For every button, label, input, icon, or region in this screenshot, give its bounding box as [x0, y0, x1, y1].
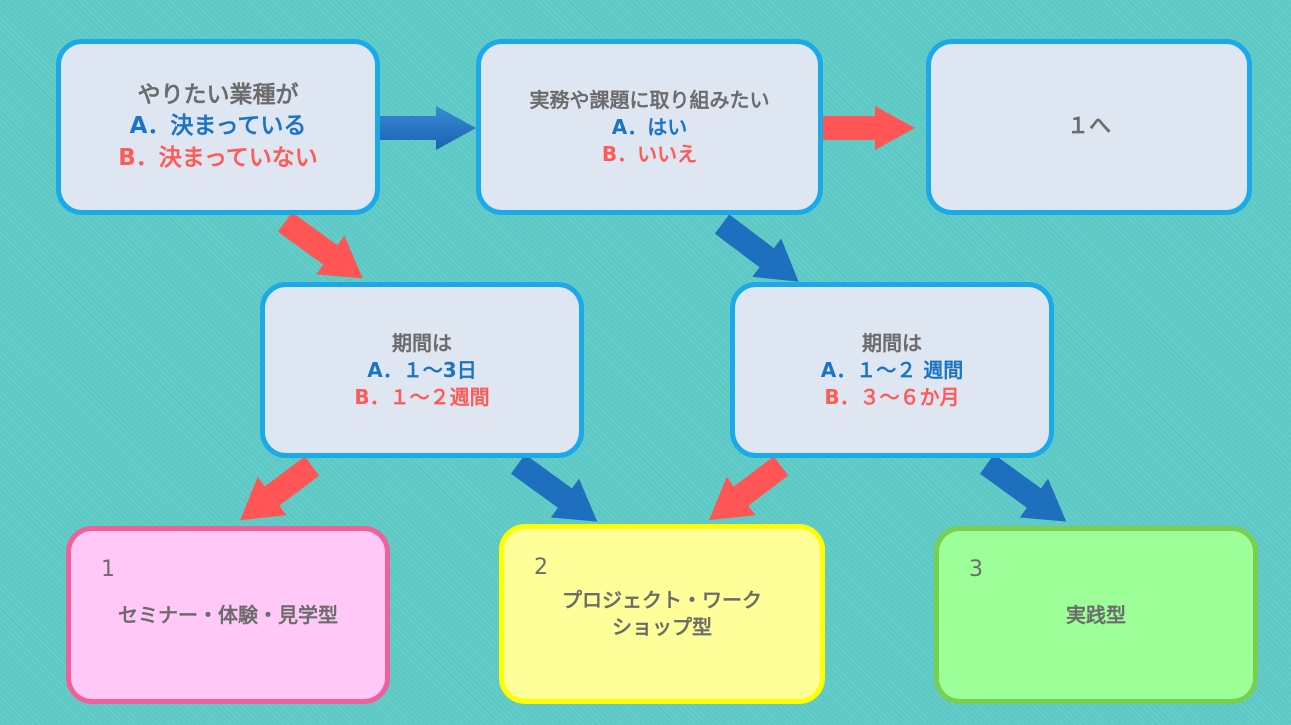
- result-label-line2: ショップ型: [612, 615, 712, 639]
- result-box-project-workshop: 2 プロジェクト・ワーク ショップ型: [499, 524, 825, 704]
- question-box-industry: やりたい業種が A．決まっている B．決まっていない: [56, 39, 380, 215]
- result-box-practice: 3 実践型: [934, 526, 1258, 704]
- answer-b: B．３～６か月: [824, 384, 960, 409]
- question-title: 期間は: [862, 330, 922, 355]
- arrow-q1-to-q2: [380, 106, 476, 150]
- question-title: やりたい業種が: [137, 82, 299, 109]
- question-box-practical-work: 実務や課題に取り組みたい A．はい B．いいえ: [476, 39, 823, 215]
- result-number: 1: [101, 557, 115, 582]
- arrow-q4-to-r1: [240, 456, 320, 521]
- answer-a: A．１～3日: [367, 357, 477, 382]
- arrow-q5-to-r3: [979, 454, 1067, 522]
- goto-1-text: １へ: [1066, 114, 1111, 140]
- result-number: 3: [969, 557, 983, 582]
- result-label-line1: プロジェクト・ワーク: [562, 588, 762, 612]
- answer-a: A．はい: [611, 114, 688, 139]
- arrow-q5-to-r2: [709, 456, 789, 521]
- goto-1-box: １へ: [926, 39, 1252, 215]
- arrow-q2-to-q3: [823, 106, 915, 150]
- result-number: 2: [534, 555, 548, 580]
- question-title: 期間は: [392, 330, 452, 355]
- result-label: 実践型: [1066, 602, 1126, 627]
- answer-a: A．１～２ 週間: [820, 357, 964, 382]
- answer-b: B．決まっていない: [118, 144, 318, 171]
- answer-b: B．１～２週間: [354, 384, 490, 409]
- arrow-q2-to-q5: [714, 214, 799, 282]
- question-box-period-left: 期間は A．１～3日 B．１～２週間: [260, 282, 584, 458]
- result-label: セミナー・体験・見学型: [118, 602, 338, 627]
- answer-a: A．決まっている: [129, 113, 307, 140]
- question-title: 実務や課題に取り組みたい: [529, 87, 770, 112]
- result-box-seminar: 1 セミナー・体験・見学型: [66, 526, 390, 704]
- answer-b: B．いいえ: [601, 141, 698, 166]
- question-box-period-right: 期間は A．１～２ 週間 B．３～６か月: [730, 282, 1054, 458]
- arrow-q4-to-r2: [510, 454, 598, 522]
- arrow-q1-to-q4: [277, 212, 363, 279]
